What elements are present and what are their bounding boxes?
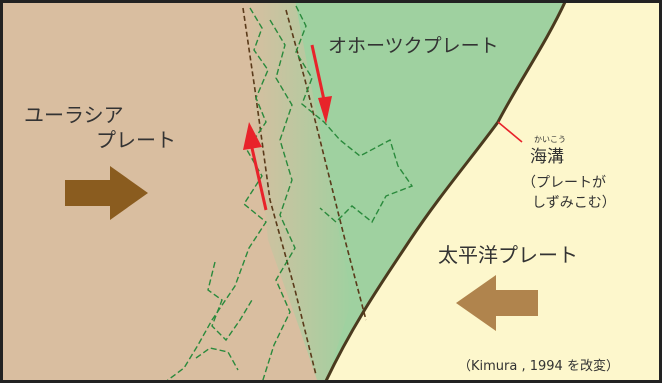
- source-citation: （Kimura , 1994 を改変）: [458, 358, 619, 374]
- okhotsk-plate-label: オホーツクプレート: [328, 35, 499, 57]
- trench-note-line1: （プレートが: [522, 175, 606, 191]
- trench-pointer: [497, 121, 523, 143]
- eurasian-plate-label-line1: ユーラシア: [24, 103, 124, 127]
- coastline-west: [163, 7, 269, 383]
- eurasian-plate-label-line2: プレート: [96, 128, 176, 152]
- coastline-okhotsk: [295, 5, 414, 224]
- okhotsk-plate-area: [290, 0, 566, 383]
- eurasian-motion-arrow: [65, 166, 148, 220]
- pacific-motion-arrow: [456, 275, 538, 331]
- pacific-plate-label: 太平洋プレート: [438, 243, 578, 267]
- slip-arrow-south: [310, 44, 332, 124]
- slip-arrow-north: [243, 122, 268, 211]
- coastline-middle: [261, 19, 296, 383]
- fault-line-west: [242, 7, 317, 376]
- coastline-inner: [207, 261, 253, 342]
- trench-ruby: かいこう: [534, 135, 566, 144]
- coastline-south: [195, 347, 239, 371]
- eurasian-plate-area: [0, 0, 318, 383]
- trench-line: [323, 0, 568, 383]
- trench-note-line2: しずみこむ）: [532, 195, 616, 211]
- trench-label: 海溝: [530, 147, 564, 167]
